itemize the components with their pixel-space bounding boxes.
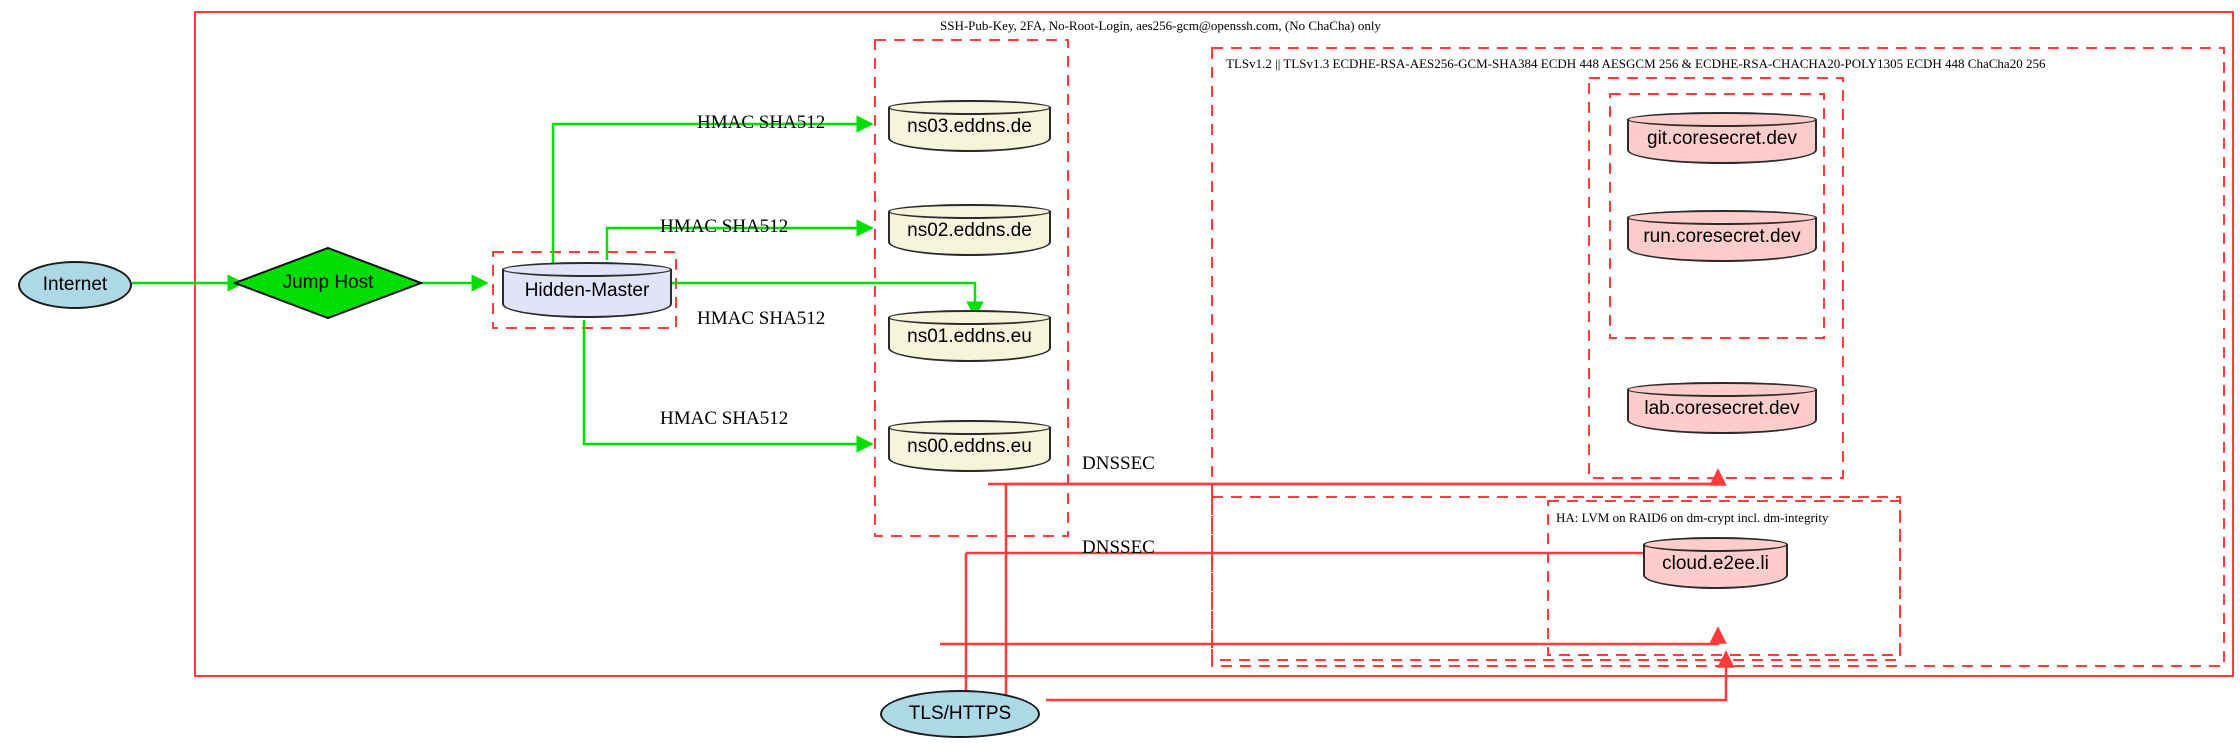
- node-ns03-label: ns03.eddns.de: [907, 116, 1032, 138]
- node-cloud-e2ee[interactable]: cloud.e2ee.li: [1643, 537, 1788, 589]
- git-top: [1627, 112, 1817, 127]
- node-ns03[interactable]: ns03.eddns.de: [888, 100, 1051, 152]
- edge-label-dnssec-lower: DNSSEC: [1082, 537, 1155, 558]
- node-ns02-label: ns02.eddns.de: [907, 220, 1032, 242]
- edge-cloud-bottom-line: [940, 626, 1727, 646]
- node-lab-coresecret[interactable]: lab.coresecret.dev: [1627, 382, 1817, 434]
- node-internet-label: Internet: [42, 274, 108, 295]
- node-ns01-label: ns01.eddns.eu: [907, 326, 1032, 348]
- node-tls-https-label: TLS/HTTPS: [908, 703, 1012, 724]
- node-tls-https[interactable]: TLS/HTTPS: [880, 690, 1040, 738]
- ns03-top: [888, 100, 1051, 115]
- ns01-top: [888, 310, 1051, 325]
- edge-label-hmac-ns03: HMAC SHA512: [697, 112, 826, 133]
- node-hidden-master[interactable]: Hidden-Master: [502, 262, 672, 318]
- jump-host-shape: [233, 246, 423, 320]
- cluster-box-dns: [874, 39, 1069, 537]
- cluster-label-ha: HA: LVM on RAID6 on dm-crypt incl. dm-in…: [1556, 510, 1829, 525]
- cluster-label-ssh: SSH-Pub-Key, 2FA, No-Root-Login, aes256-…: [940, 18, 1381, 33]
- cluster-box-ha-inner: [1547, 500, 1901, 656]
- edge-label-hmac-ns00: HMAC SHA512: [660, 408, 789, 429]
- edge-hidden-ns01: [672, 281, 984, 319]
- node-hidden-master-label: Hidden-Master: [524, 280, 650, 302]
- node-git-label: git.coresecret.dev: [1647, 128, 1797, 150]
- node-ns01[interactable]: ns01.eddns.eu: [888, 310, 1051, 362]
- node-ns00[interactable]: ns00.eddns.eu: [888, 420, 1051, 472]
- ns02-top: [888, 204, 1051, 219]
- cluster-label-tls: TLSv1.2 || TLSv1.3 ECDHE-RSA-AES256-GCM-…: [1226, 56, 2046, 71]
- node-internet[interactable]: Internet: [18, 261, 132, 309]
- edge-label-hmac-ns01: HMAC SHA512: [697, 308, 826, 329]
- lab-top: [1627, 382, 1817, 397]
- cloud-top: [1643, 537, 1788, 552]
- run-top: [1627, 210, 1817, 225]
- node-jump-host[interactable]: Jump Host: [233, 246, 423, 320]
- edge-hidden-ns02: [605, 219, 874, 260]
- hidden-master-top: [502, 262, 672, 277]
- hidden-master-body: [502, 269, 672, 318]
- node-jump-host-label: Jump Host: [282, 272, 374, 293]
- edge-label-hmac-ns02: HMAC SHA512: [660, 216, 789, 237]
- node-run-label: run.coresecret.dev: [1643, 226, 1801, 248]
- node-git-coresecret[interactable]: git.coresecret.dev: [1627, 112, 1817, 164]
- edge-hidden-ns03: [551, 115, 874, 266]
- node-lab-label: lab.coresecret.dev: [1644, 398, 1800, 420]
- edge-label-dnssec-upper: DNSSEC: [1082, 453, 1155, 474]
- node-ns00-label: ns00.eddns.eu: [907, 436, 1032, 458]
- edge-hidden-ns00: [582, 320, 874, 453]
- node-ns02[interactable]: ns02.eddns.de: [888, 204, 1051, 256]
- cluster-box-cloud-zone: [1211, 496, 1901, 661]
- cluster-box-ssh: [194, 11, 2234, 677]
- edge-tlshttps-cloud: [1046, 650, 1735, 702]
- node-run-coresecret[interactable]: run.coresecret.dev: [1627, 210, 1817, 262]
- node-cloud-label: cloud.e2ee.li: [1662, 553, 1769, 575]
- ns00-top: [888, 420, 1051, 435]
